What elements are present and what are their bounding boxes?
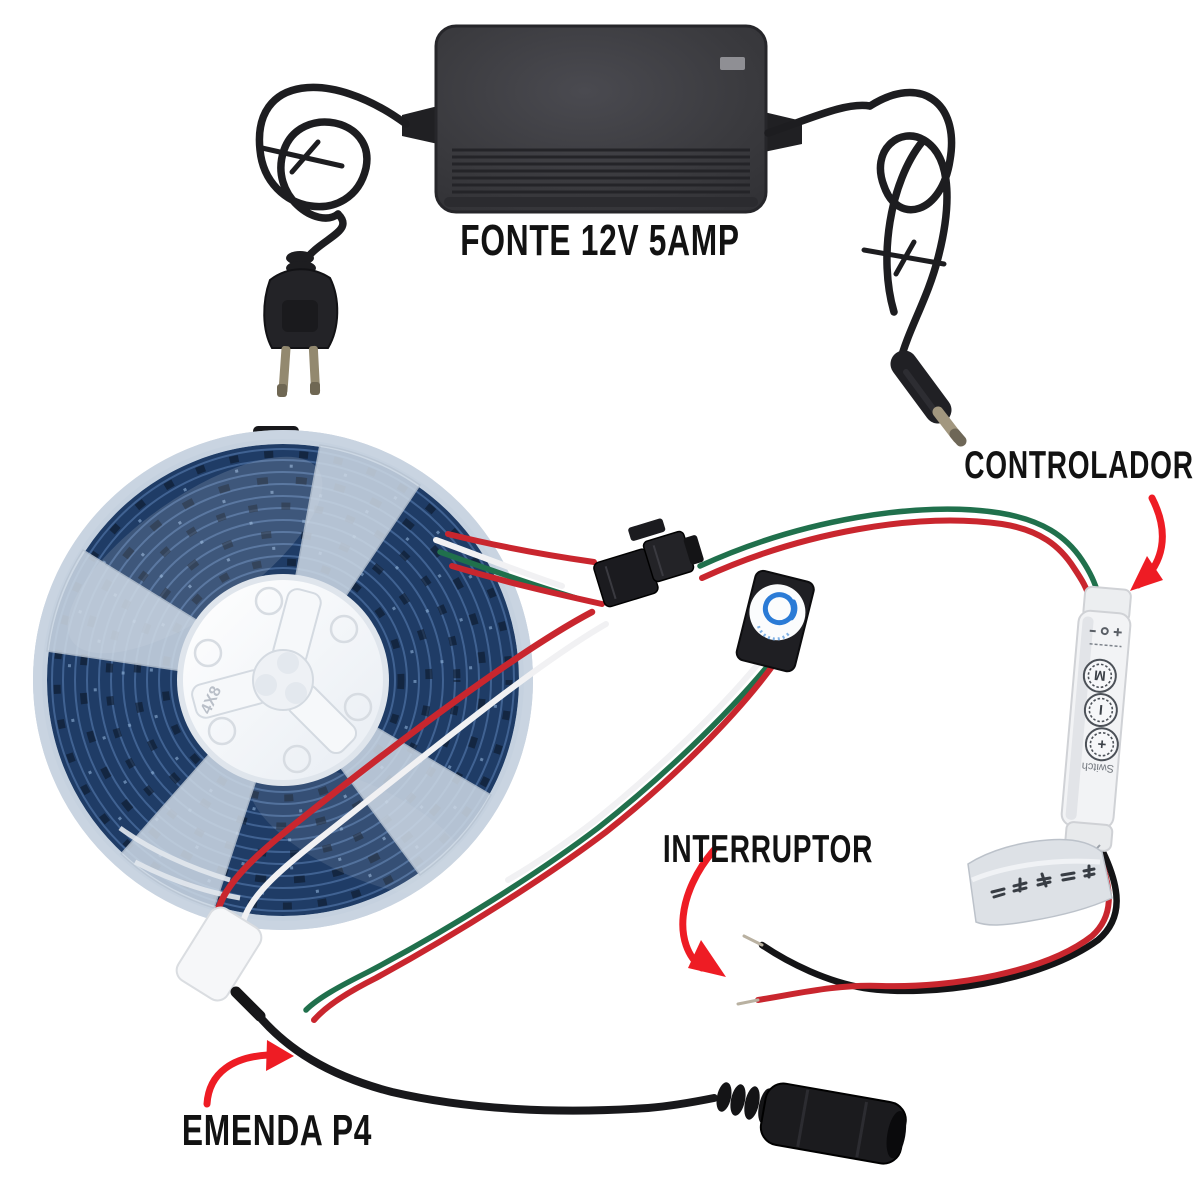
strip-led-dashes	[53, 450, 513, 910]
ac-power-cord	[255, 83, 410, 266]
wire-red	[755, 855, 1112, 1003]
sm-connector-pair	[593, 518, 704, 608]
mini-controller: M I + Switch	[1060, 585, 1132, 852]
psu-left-strain-relief	[402, 106, 438, 144]
wire-white	[505, 661, 761, 883]
eu-plug	[263, 251, 339, 397]
cable-tie	[893, 239, 917, 277]
interruptor-arrow	[679, 846, 726, 977]
annotation-arrows	[203, 494, 1166, 1108]
controlador-arrow	[1130, 494, 1166, 591]
wire-green	[697, 506, 1101, 597]
wire-white	[433, 537, 565, 589]
wire-red	[449, 563, 605, 607]
reel-output-wires	[214, 531, 609, 925]
logo-connector	[735, 569, 815, 673]
interruptor-label: INTERRUPTOR	[662, 828, 874, 871]
hub-bolt-circles	[193, 586, 373, 774]
dc-output-cord	[764, 88, 956, 366]
controlador-label: CONTROLADOR	[964, 444, 1194, 487]
emenda-arrow	[203, 1040, 294, 1108]
psu-vent-ribs	[452, 148, 750, 194]
dc-pigtail-cable	[250, 1006, 718, 1115]
emenda-p4-splice	[175, 906, 907, 1165]
crinkled-wrap	[118, 825, 241, 901]
splice-body	[175, 906, 263, 1002]
bare-wire-tip	[742, 934, 764, 947]
wire-white-to-emenda	[240, 621, 609, 925]
plus-button-glyph: +	[1097, 735, 1107, 753]
psu-label-chip	[720, 57, 745, 70]
controller-top-markings	[1089, 627, 1122, 648]
controller-feed-wires	[697, 506, 1101, 603]
switch-wires	[736, 848, 1120, 1006]
plus-button[interactable]	[1084, 727, 1120, 762]
mode-button-glyph: M	[1093, 667, 1106, 684]
spool-arms	[46, 444, 493, 909]
power-button-glyph: I	[1098, 702, 1103, 718]
spool-hub: 4X8	[177, 574, 389, 786]
controller-tag	[967, 838, 1113, 926]
bare-wire-tip	[736, 998, 760, 1006]
wire-red	[311, 661, 777, 1023]
wire-red	[699, 517, 1093, 603]
controller-switch-text: Switch	[1081, 760, 1114, 775]
tag-glyph-marks	[990, 864, 1096, 899]
psu-bottom-shade	[444, 197, 758, 207]
dc-female-jack	[759, 1082, 907, 1165]
wire-black	[758, 848, 1120, 995]
wire-red-to-emenda	[214, 608, 596, 914]
emenda-label: EMENDA P4	[181, 1106, 373, 1155]
fonte-label: FONTE 12V 5AMP	[460, 216, 740, 265]
mode-button[interactable]	[1082, 658, 1118, 693]
led-strip-reel: 4X8	[33, 426, 533, 930]
wire-red	[445, 531, 597, 565]
logo-connector-wires	[303, 661, 777, 1023]
cable-tie	[289, 139, 321, 175]
strip-highlight-dashes	[67, 464, 499, 896]
wire-green	[303, 665, 769, 1013]
dc-barrel-plug	[890, 350, 967, 447]
power-button[interactable]	[1083, 693, 1119, 728]
power-supply-unit	[402, 24, 802, 214]
plug-prongs	[277, 345, 321, 397]
controller-buttons: M I +	[1082, 658, 1120, 762]
